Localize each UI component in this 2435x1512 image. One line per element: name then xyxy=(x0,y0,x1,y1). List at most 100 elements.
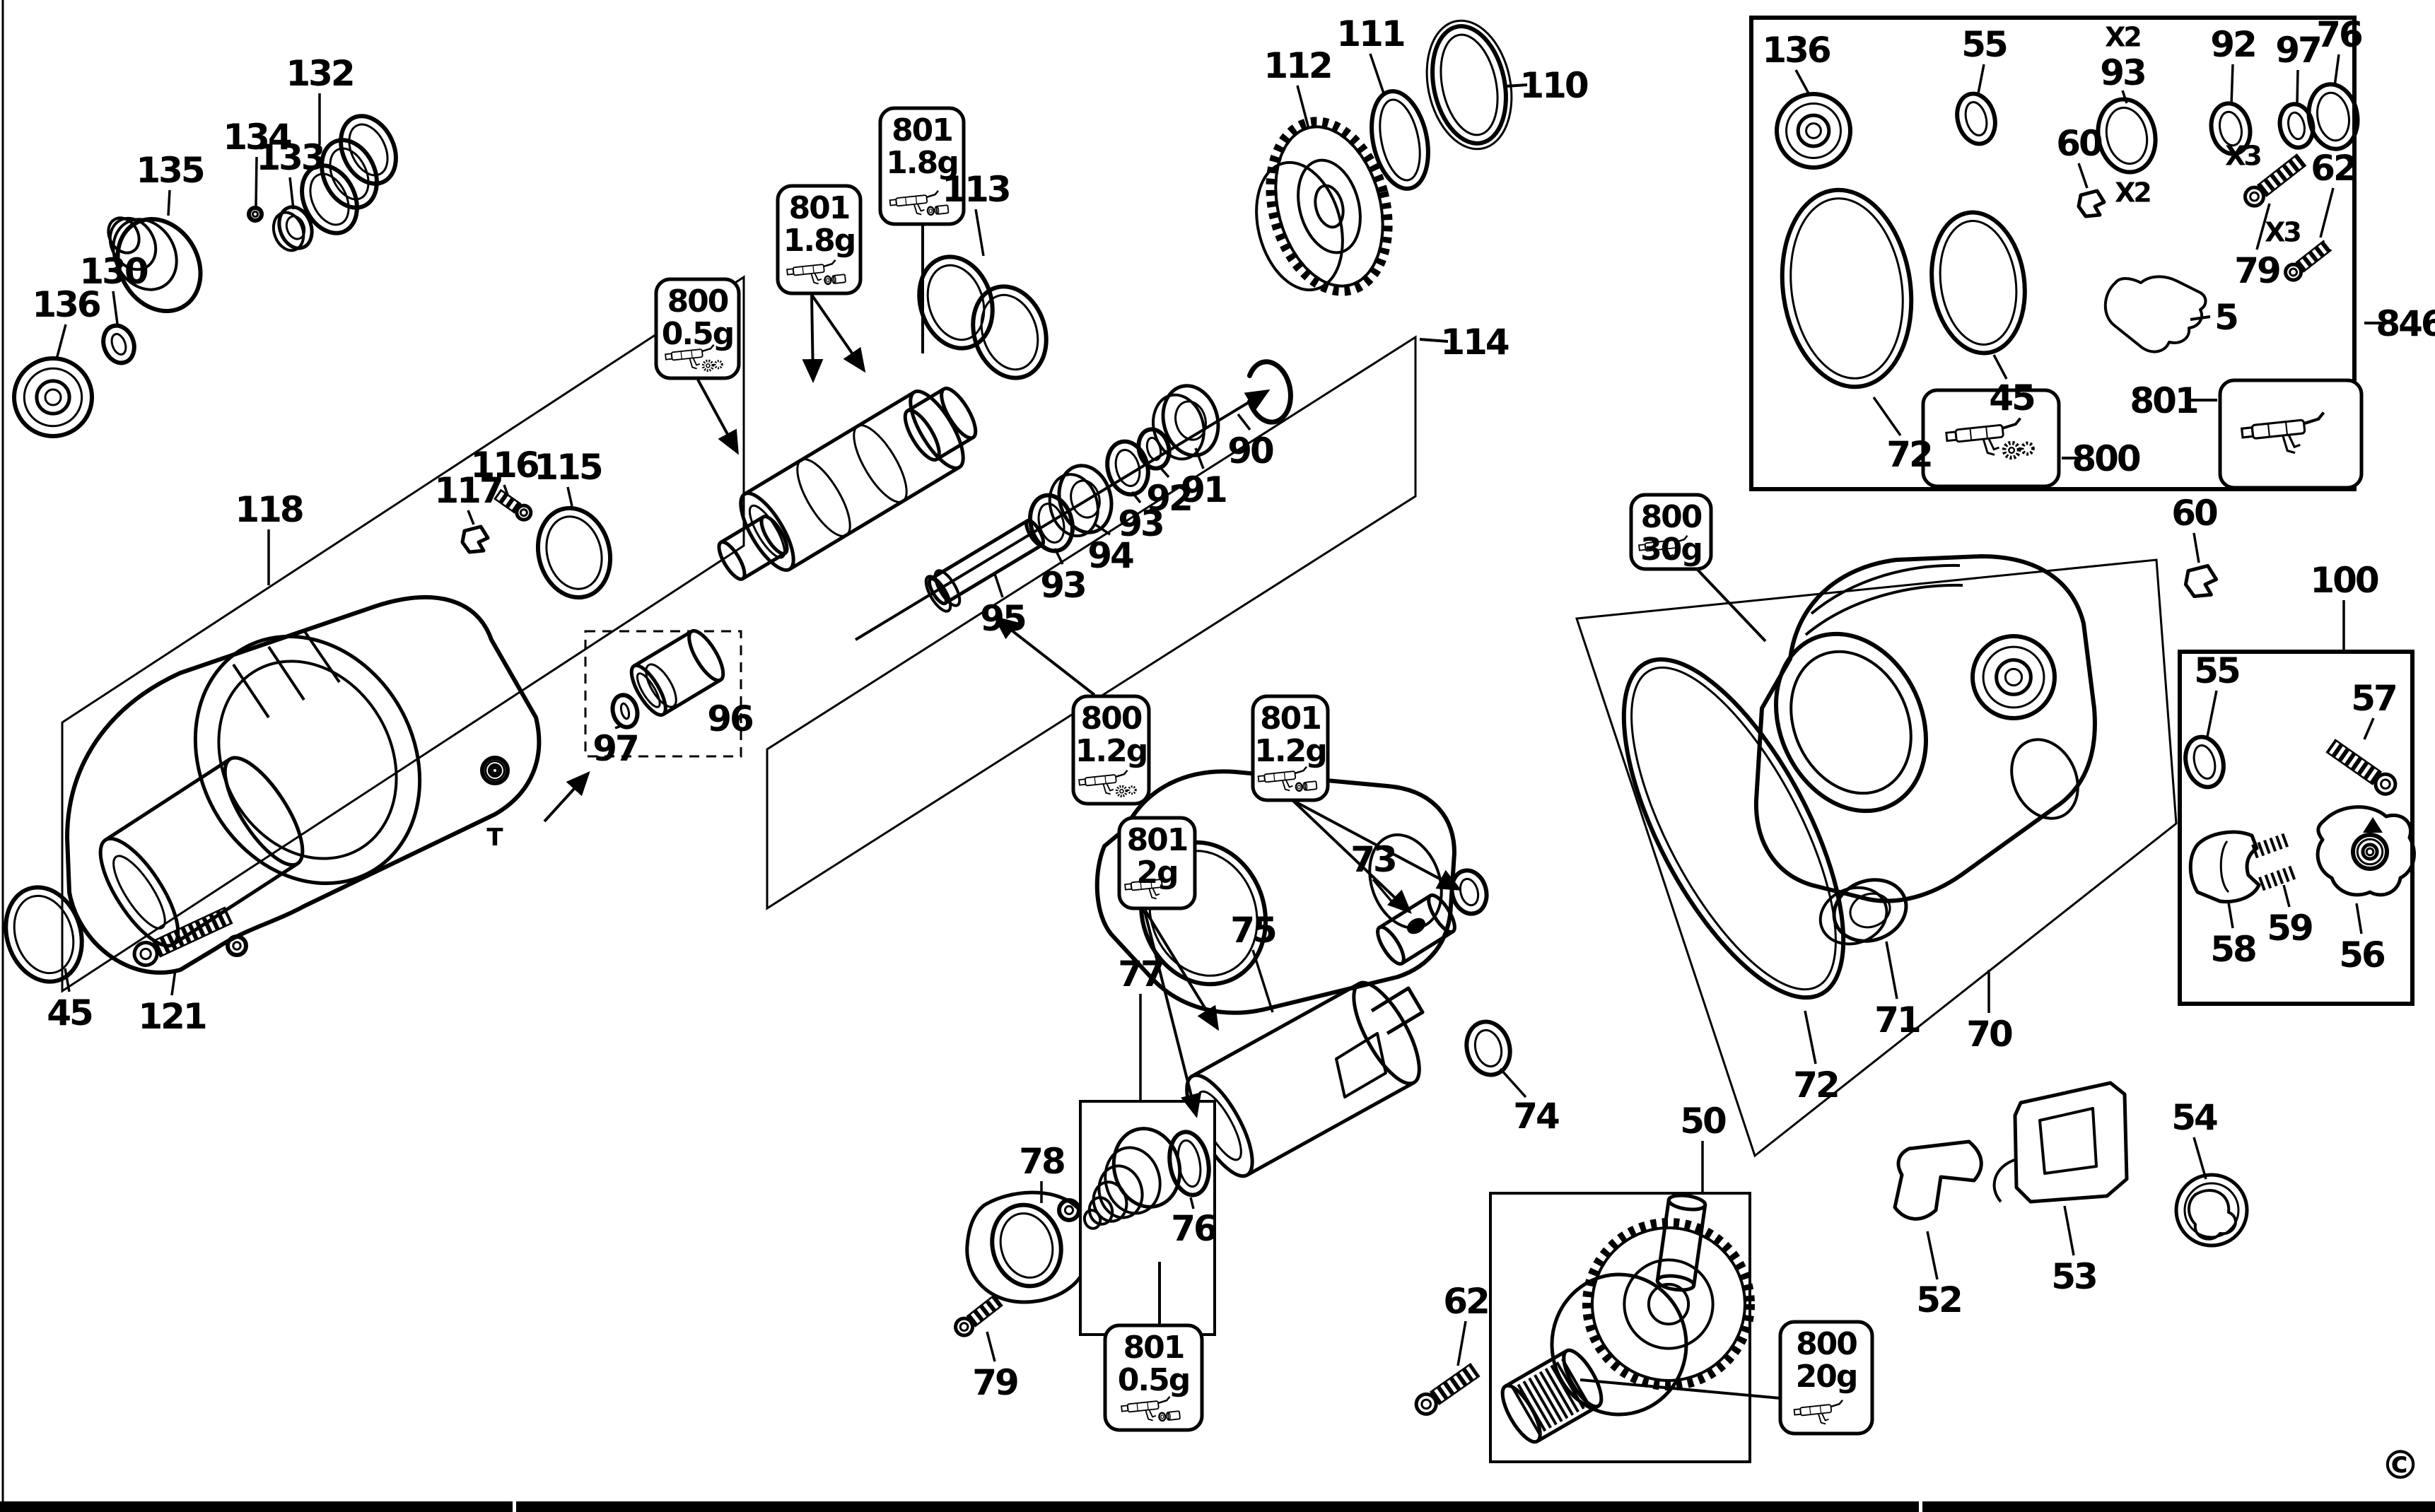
part-number-text: 62 xyxy=(1443,1281,1488,1322)
gun-seam xyxy=(1969,428,1973,440)
part-label-97: 97 xyxy=(592,724,640,769)
part-label-53: 53 xyxy=(2051,1205,2098,1297)
gun-trigger xyxy=(2282,434,2301,455)
part-label-50: 50 xyxy=(1680,1101,1728,1192)
part-label-110: 110 xyxy=(1505,65,1590,106)
part-label-136: 136 xyxy=(1762,30,1833,94)
seal-icon xyxy=(824,275,832,286)
screw-shaft-bottom xyxy=(974,1304,1003,1328)
screw-thread xyxy=(2257,154,2306,197)
grease-gun-icon xyxy=(665,344,723,372)
screw-shaft-top xyxy=(2295,240,2325,264)
gun-nozzle xyxy=(1161,874,1174,883)
screw-shaft-top xyxy=(966,1294,995,1318)
gun-seam xyxy=(1819,1405,1822,1414)
part-number-text: 116 xyxy=(470,445,539,486)
sleeve-icon-end xyxy=(1166,1412,1171,1421)
seal-icon-bore xyxy=(1160,1414,1164,1419)
cylinder-part xyxy=(98,756,305,948)
callout-801-1.8g-a-arrow xyxy=(802,294,824,383)
gun-plunger xyxy=(1121,1405,1129,1412)
part-label-93: 93 xyxy=(1118,491,1165,544)
leader-line xyxy=(2255,203,2271,250)
part-number-text: 801 xyxy=(2130,380,2197,421)
screw xyxy=(2243,153,2307,208)
part-label-45: 45 xyxy=(47,968,94,1033)
sleeve-icon xyxy=(1167,1410,1181,1421)
hammer-mode-mark xyxy=(2363,817,2383,833)
callout-801-2g-frame xyxy=(1117,816,1197,910)
ring-outline xyxy=(2183,1182,2240,1238)
sleeve-icon xyxy=(1304,780,1318,791)
part-number-text: 95 xyxy=(980,598,1025,639)
oring-inner xyxy=(2316,91,2350,142)
seal-icon-bore xyxy=(826,278,830,283)
leader-line xyxy=(993,573,1004,598)
bearing-race xyxy=(23,367,83,428)
gear-hub xyxy=(1314,184,1345,229)
gun-trigger xyxy=(1148,888,1160,900)
gun-trigger xyxy=(810,273,822,285)
part-label-115: 115 xyxy=(534,447,604,507)
leader-line xyxy=(1804,1010,1817,1065)
bearing-inner xyxy=(35,379,71,416)
part-label-45: 45 xyxy=(1989,354,2036,418)
bearing-inner xyxy=(2361,843,2379,861)
oring-inner xyxy=(1939,220,2018,346)
leader-line xyxy=(1251,949,1274,1013)
gun-plunger xyxy=(1945,430,1958,443)
callout-801-2g-arrow xyxy=(1143,907,1220,1031)
part-label-111: 111 xyxy=(1336,13,1406,94)
part-label-121: 121 xyxy=(138,969,208,1037)
leader-line xyxy=(2355,903,2363,934)
part-number-text: 73 xyxy=(1350,839,1396,880)
gear-icon-hub xyxy=(2008,446,2016,454)
oring-outer xyxy=(2183,734,2226,790)
cylinder-bottom xyxy=(1536,1404,1600,1443)
gun-plunger xyxy=(2240,426,2255,439)
leader-line xyxy=(2206,690,2218,737)
spring-clip xyxy=(460,524,490,554)
oring-outer xyxy=(1028,493,1075,553)
part-number-text: 114 xyxy=(1440,322,1509,363)
gun-seam xyxy=(1094,776,1096,785)
part-number-text: 74 xyxy=(1513,1096,1559,1137)
callout-801-2g-code: 801 xyxy=(1127,822,1188,858)
cylinder-bottom xyxy=(1401,930,1454,966)
spring-clip xyxy=(2077,189,2106,218)
gun-trigger xyxy=(1281,780,1293,792)
cup-bore xyxy=(1070,479,1101,519)
cylinder-bottom xyxy=(944,543,1044,605)
gun-trigger xyxy=(1145,1410,1157,1422)
oring-outer xyxy=(2306,82,2360,151)
leader-line xyxy=(614,724,624,729)
circlip xyxy=(1246,359,1293,425)
gun-seam xyxy=(1809,1406,1811,1415)
oring-inner xyxy=(619,702,631,720)
part-number-text: 90 xyxy=(1227,430,1273,471)
assembly-arrow xyxy=(854,389,1271,641)
part-number-text: 130 xyxy=(79,251,148,292)
part-number-text: 57 xyxy=(2351,678,2396,719)
gun-seam xyxy=(1140,881,1142,890)
spring-clip xyxy=(2183,563,2219,599)
seal-icon xyxy=(926,206,935,216)
oring-inner xyxy=(348,123,389,177)
part-label-133: 133 xyxy=(256,137,326,210)
part-number-text: 52 xyxy=(1916,1279,1961,1320)
oring-outer xyxy=(4,885,84,984)
part-label-801: 801 xyxy=(2130,380,2217,421)
oring-inner xyxy=(2105,106,2149,165)
bearing-race xyxy=(1982,645,2045,709)
ring-outline xyxy=(2174,1173,2249,1248)
screw-head-socket xyxy=(2380,778,2391,790)
screw-head-socket xyxy=(1420,1398,1432,1410)
part-number-text: 92 xyxy=(2210,24,2255,65)
part-label-73: 73 xyxy=(1350,839,1398,908)
part-number-text: 5 xyxy=(2214,297,2237,338)
screw-thread xyxy=(2326,739,2382,785)
part-number-text: 77 xyxy=(1118,954,1163,995)
cylinder-fork xyxy=(1370,986,1425,1036)
cylinder-bottom xyxy=(788,465,961,571)
